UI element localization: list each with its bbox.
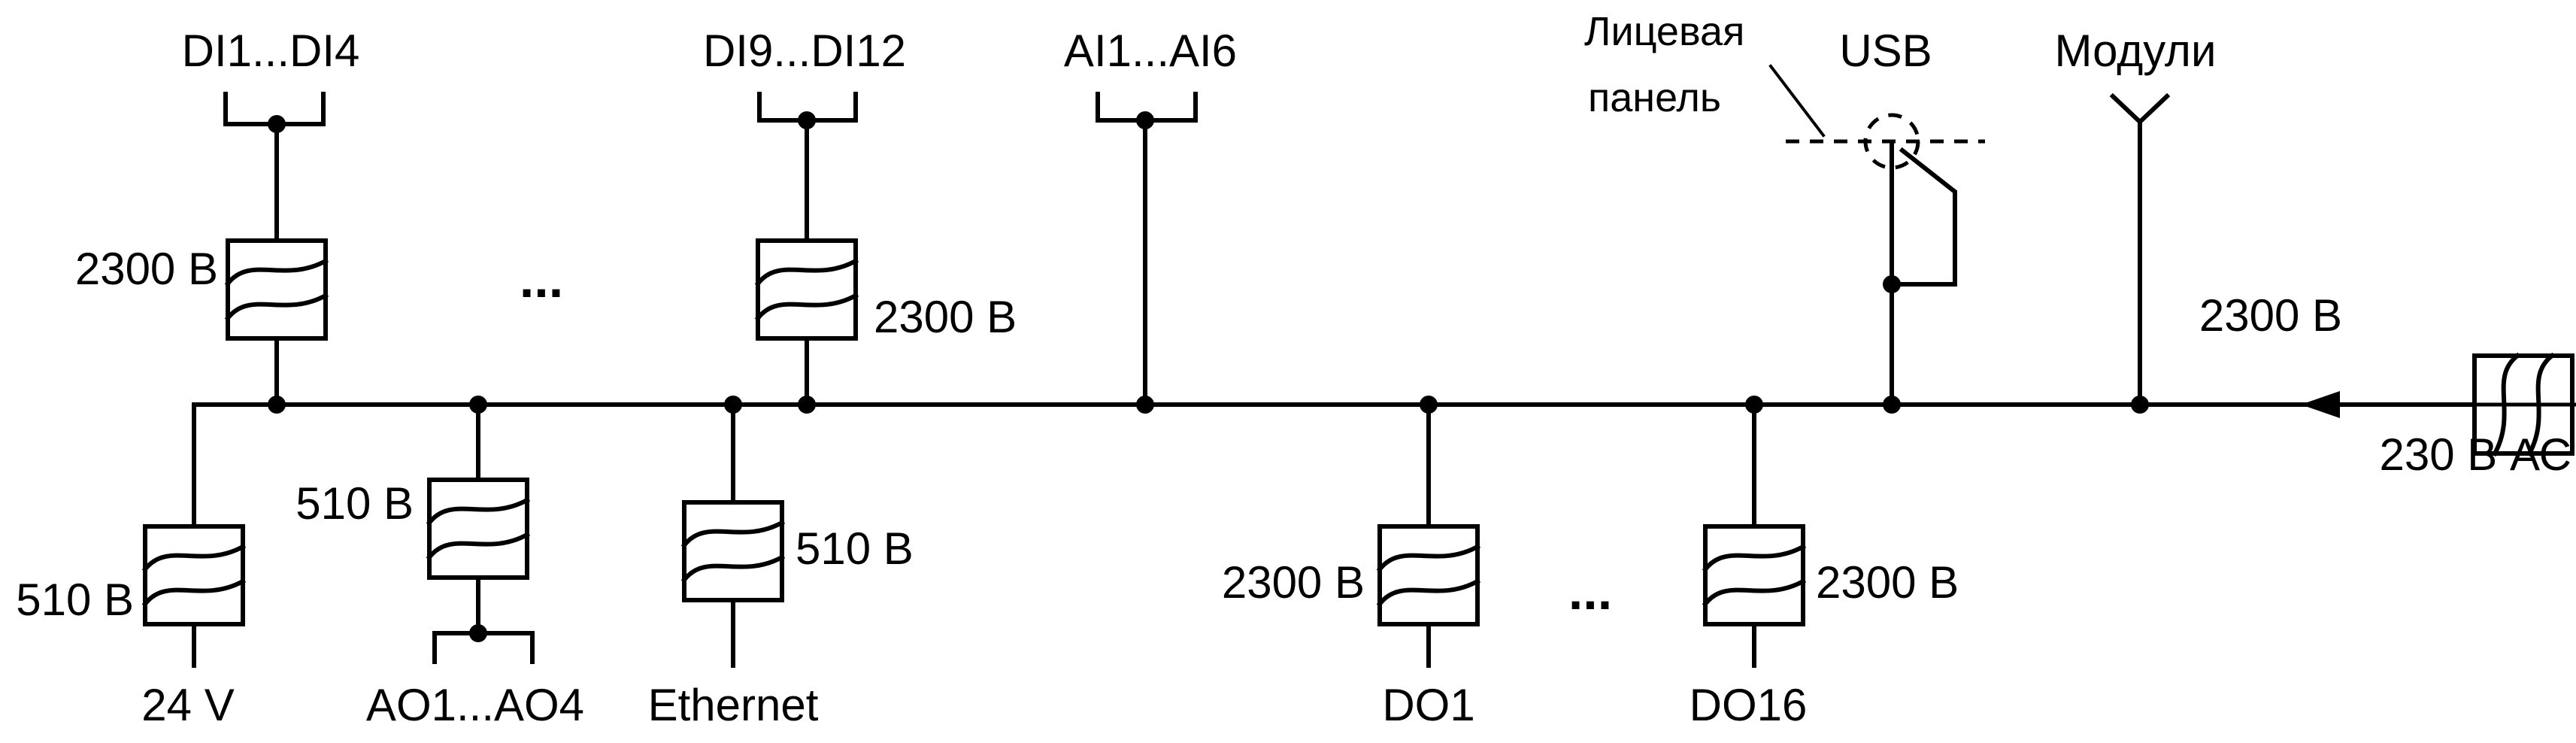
do16-branch: DO16 2300 В [1690,396,1959,730]
power-input-label: 230 В АС [2380,429,2572,480]
v24-branch: 24 V 510 В [16,402,247,730]
do1-isolator [1376,524,1481,626]
di1-di4-branch: DI1...DI4 2300 В [75,26,360,414]
modules-branch: Модули [2055,26,2217,414]
do16-isolation-voltage: 2300 В [1816,557,1959,608]
di9-di12-isolation-voltage: 2300 В [874,292,1017,342]
ao1-ao4-label: AO1...AO4 [366,680,584,730]
ethernet-isolation-voltage: 510 В [796,523,914,574]
ethernet-label: Ethernet [648,680,819,730]
front-panel-label-line2: панель [1588,75,1721,120]
di9-di12-isolator [754,238,859,341]
usb-branch: USB Лицевая панель [1584,9,1985,414]
modules-label: Модули [2055,26,2217,76]
usb-loop [1890,147,1957,287]
ao1-ao4-bracket [432,631,535,664]
junction-dot [2131,396,2149,414]
ai1-ai6-branch: AI1...AI6 [1064,26,1237,414]
di1-di4-label: DI1...DI4 [182,26,360,76]
di9-di12-branch: DI9...DI12 2300 В [703,26,1017,414]
v24-isolator [141,524,247,626]
power-arrow-head [2301,391,2340,418]
v24-isolation-voltage: 510 В [16,575,134,625]
usb-label: USB [1839,26,1932,76]
di9-di12-label: DI9...DI12 [703,26,906,76]
front-panel-label-line1: Лицевая [1584,9,1744,54]
ethernet-branch: Ethernet 510 В [648,396,914,730]
ai1-ai6-label: AI1...AI6 [1064,26,1237,76]
di1-di4-isolator [224,238,329,341]
power-input: 2300 В 230 В АС [2199,290,2576,480]
power-isolation-voltage: 2300 В [2199,290,2342,341]
modules-antenna [2109,92,2171,126]
junction-dot [798,396,816,414]
junction-dot [268,396,286,414]
ethernet-isolator [680,500,786,602]
v24-label: 24 V [141,680,234,730]
do1-label: DO1 [1382,680,1474,730]
ellipsis-do: ... [1568,562,1612,620]
ao1-ao4-isolator [426,478,531,580]
junction-dot [1883,396,1901,414]
di1-di4-isolation-voltage: 2300 В [75,244,218,294]
ao1-ao4-isolation-voltage: 510 В [295,478,414,529]
ellipsis-di: ... [520,250,563,308]
do16-label: DO16 [1690,680,1808,730]
do16-isolator [1702,524,1807,626]
junction-dot [1136,396,1154,414]
do1-branch: DO1 2300 В [1222,396,1481,730]
front-panel-leader [1768,64,1826,138]
do1-isolation-voltage: 2300 В [1222,557,1365,608]
ao1-ao4-branch: AO1...AO4 510 В [295,396,584,730]
